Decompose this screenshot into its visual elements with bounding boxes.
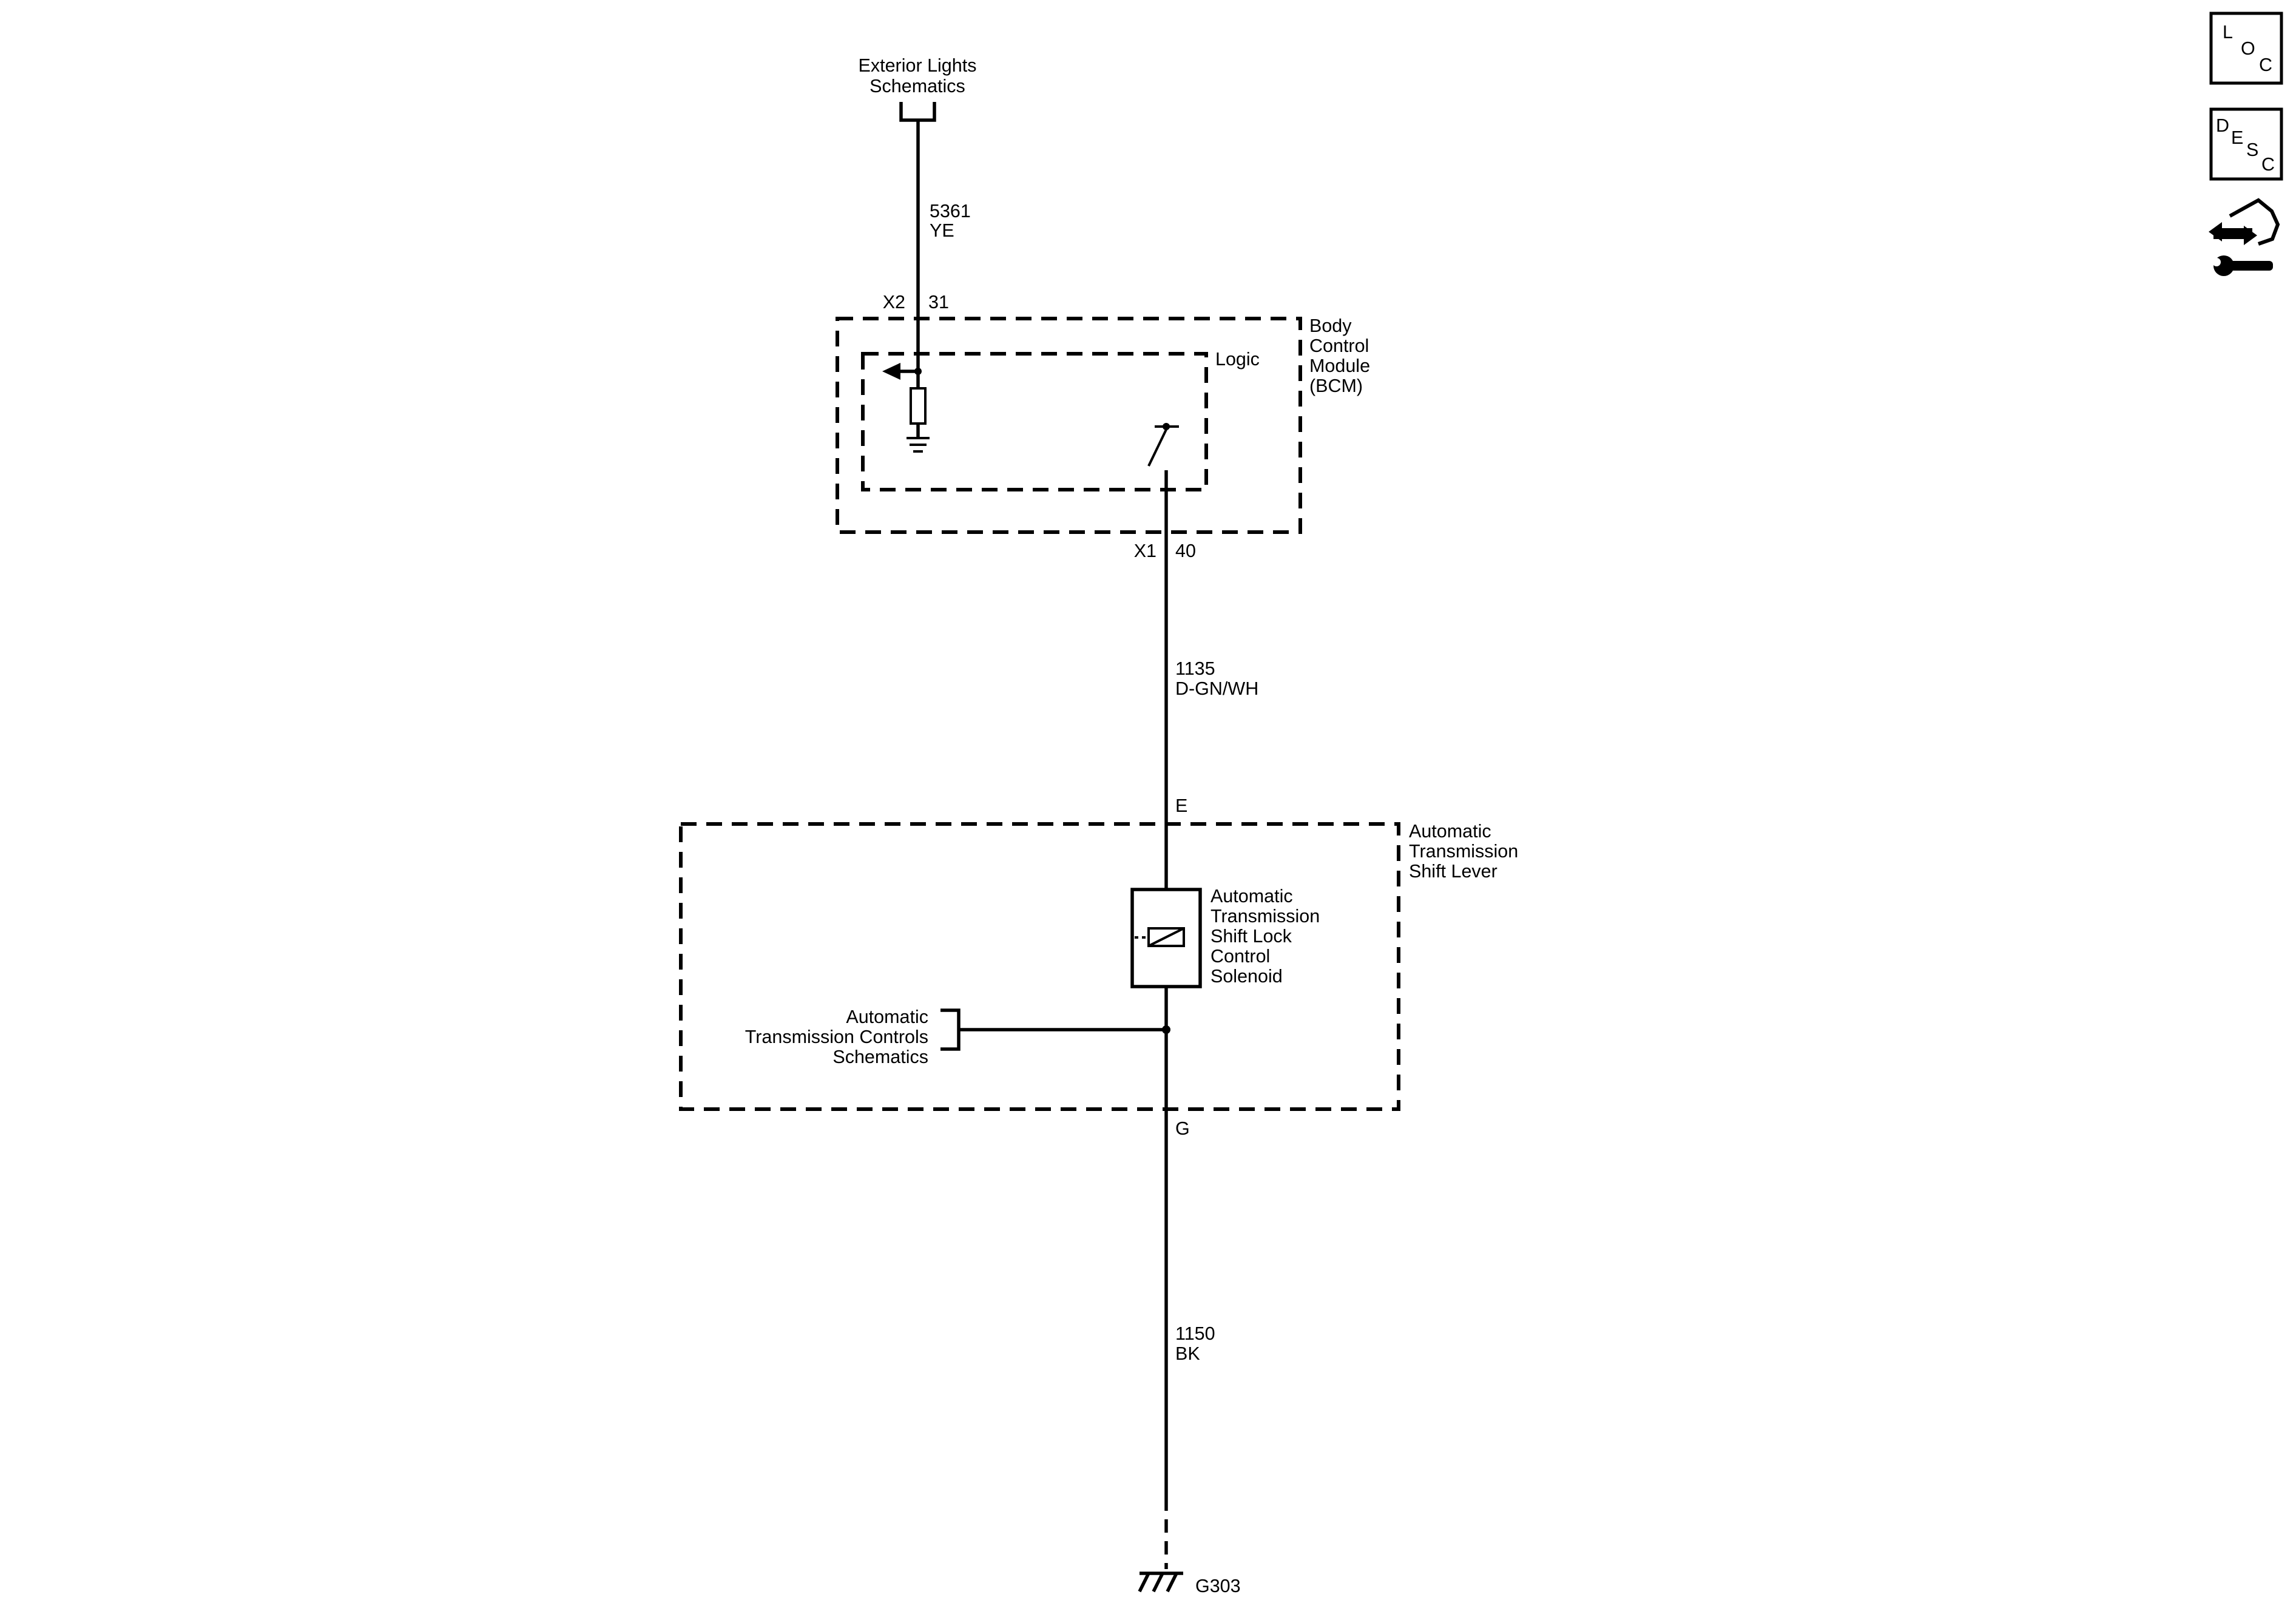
connector-repair-button[interactable] [2209, 198, 2280, 276]
svg-text:O: O [2241, 38, 2255, 59]
svg-text:E: E [2231, 127, 2243, 148]
low-side-driver-switch-icon [1147, 423, 1179, 532]
exterior-lights-label-line2: Schematics [869, 76, 965, 96]
shift-lever-pin-e: E [1175, 795, 1187, 816]
description-view-button[interactable]: D E S C [2209, 107, 2283, 181]
solenoid-label-line5: Solenoid [1210, 966, 1283, 987]
wire-1150-circuit: 1150 [1175, 1323, 1215, 1344]
resistor-icon [910, 387, 927, 425]
ground-label: G303 [1195, 1576, 1241, 1596]
bcm-label-line4: (BCM) [1309, 376, 1363, 396]
svg-text:L: L [2223, 22, 2233, 42]
bcm-outline [836, 317, 1302, 534]
logic-outline [861, 352, 1208, 491]
solenoid-label-line2: Transmission [1210, 906, 1320, 927]
trans-controls-label-line1: Automatic [846, 1007, 928, 1027]
shift-lever-label-line1: Automatic [1409, 821, 1491, 842]
shift-lever-label-line2: Transmission [1409, 841, 1518, 862]
location-view-button[interactable]: L O C [2209, 12, 2283, 85]
bcm-label-line3: Module [1309, 356, 1370, 376]
bcm-label-line2: Control [1309, 336, 1369, 356]
wire-5361-circuit: 5361 [930, 201, 971, 221]
svg-text:D: D [2216, 115, 2229, 136]
input-pull-down-circuit [882, 363, 930, 453]
bcm-connector-x1: X1 [1134, 541, 1156, 561]
exterior-lights-schematics-link[interactable]: Exterior Lights Schematics [859, 55, 977, 122]
solenoid-label-line3: Shift Lock [1210, 926, 1292, 947]
wire-1135-circuit: 1135 [1175, 658, 1215, 679]
svg-text:S: S [2246, 140, 2258, 160]
ground-g303: G303 [1138, 1497, 1241, 1596]
schematic-link-bracket-icon [899, 102, 936, 122]
wire-1150-color: BK [1175, 1343, 1200, 1364]
wire-5361-color: YE [930, 220, 954, 241]
solenoid-coil-icon [1147, 927, 1185, 947]
schematic-link-bracket-icon [940, 1008, 961, 1051]
transmission-controls-schematics-link[interactable]: Automatic Transmission Controls Schemati… [745, 1007, 961, 1067]
solenoid-label-line1: Automatic [1210, 886, 1293, 906]
svg-text:C: C [2261, 154, 2275, 175]
body-control-module: X2 31 Body Control Module (BCM) Logic [836, 292, 1370, 561]
connector-repair-icon [2209, 198, 2280, 276]
automatic-transmission-shift-lever: E Automatic Transmission Shift Lever Aut… [679, 795, 1518, 1139]
trans-controls-label-line3: Schematics [832, 1047, 928, 1067]
exterior-lights-label-line1: Exterior Lights [859, 55, 977, 76]
logic-label: Logic [1215, 349, 1260, 370]
svg-text:C: C [2259, 55, 2272, 75]
shift-lever-outline [679, 822, 1400, 1111]
bcm-pin-40: 40 [1175, 541, 1196, 561]
shift-lever-pin-g: G [1175, 1118, 1190, 1139]
bcm-pin-31: 31 [928, 292, 949, 312]
shift-lever-label-line3: Shift Lever [1409, 861, 1497, 882]
shift-lock-solenoid: Automatic Transmission Shift Lock Contro… [1130, 886, 1320, 988]
bcm-label-line1: Body [1309, 316, 1352, 336]
desc-icon [2209, 107, 2283, 181]
input-arrow-icon [882, 363, 900, 380]
loc-icon [2209, 12, 2283, 85]
trans-controls-label-line2: Transmission Controls [745, 1027, 928, 1047]
wire-1135-color: D-GN/WH [1175, 678, 1258, 699]
bcm-connector-x2: X2 [883, 292, 905, 312]
solenoid-label-line4: Control [1210, 946, 1270, 967]
